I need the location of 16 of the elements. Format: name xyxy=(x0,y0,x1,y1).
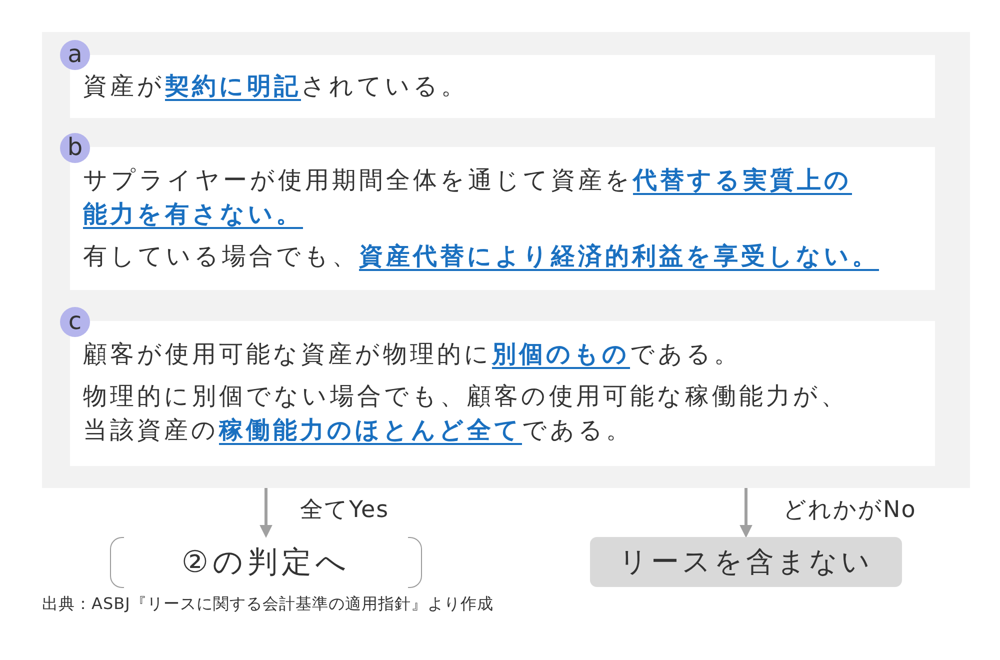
letter-badge: b xyxy=(60,133,90,163)
letter-badge: a xyxy=(60,40,90,70)
criteria-panel xyxy=(42,32,970,488)
arrow xyxy=(260,488,272,538)
condition-text: 有している場合でも、資産代替により経済的利益を享受しない。 xyxy=(83,241,879,272)
result-box: リースを含まない xyxy=(590,537,902,587)
source-note: 出典：ASBJ『リースに関する会計基準の適用指針』より作成 xyxy=(42,594,494,615)
condition-text: 顧客が使用可能な資産が物理的に別個のものである。 xyxy=(83,339,741,370)
edge-label: 全てYes xyxy=(300,497,390,525)
letter-badge: c xyxy=(60,307,90,337)
condition-text: サプライヤーが使用期間全体を通じて資産を代替する実質上の能力を有さない。 xyxy=(83,165,853,230)
next-step-box: ②の判定へ xyxy=(110,537,422,588)
condition-text: 資産が契約に明記されている。 xyxy=(83,71,468,102)
edge-label: どれかがNo xyxy=(783,497,916,525)
arrow xyxy=(740,488,752,538)
condition-text: 物理的に別個でない場合でも、顧客の使用可能な稼働能力が、当該資産の稼働能力のほとんど全てである。 xyxy=(83,381,849,446)
